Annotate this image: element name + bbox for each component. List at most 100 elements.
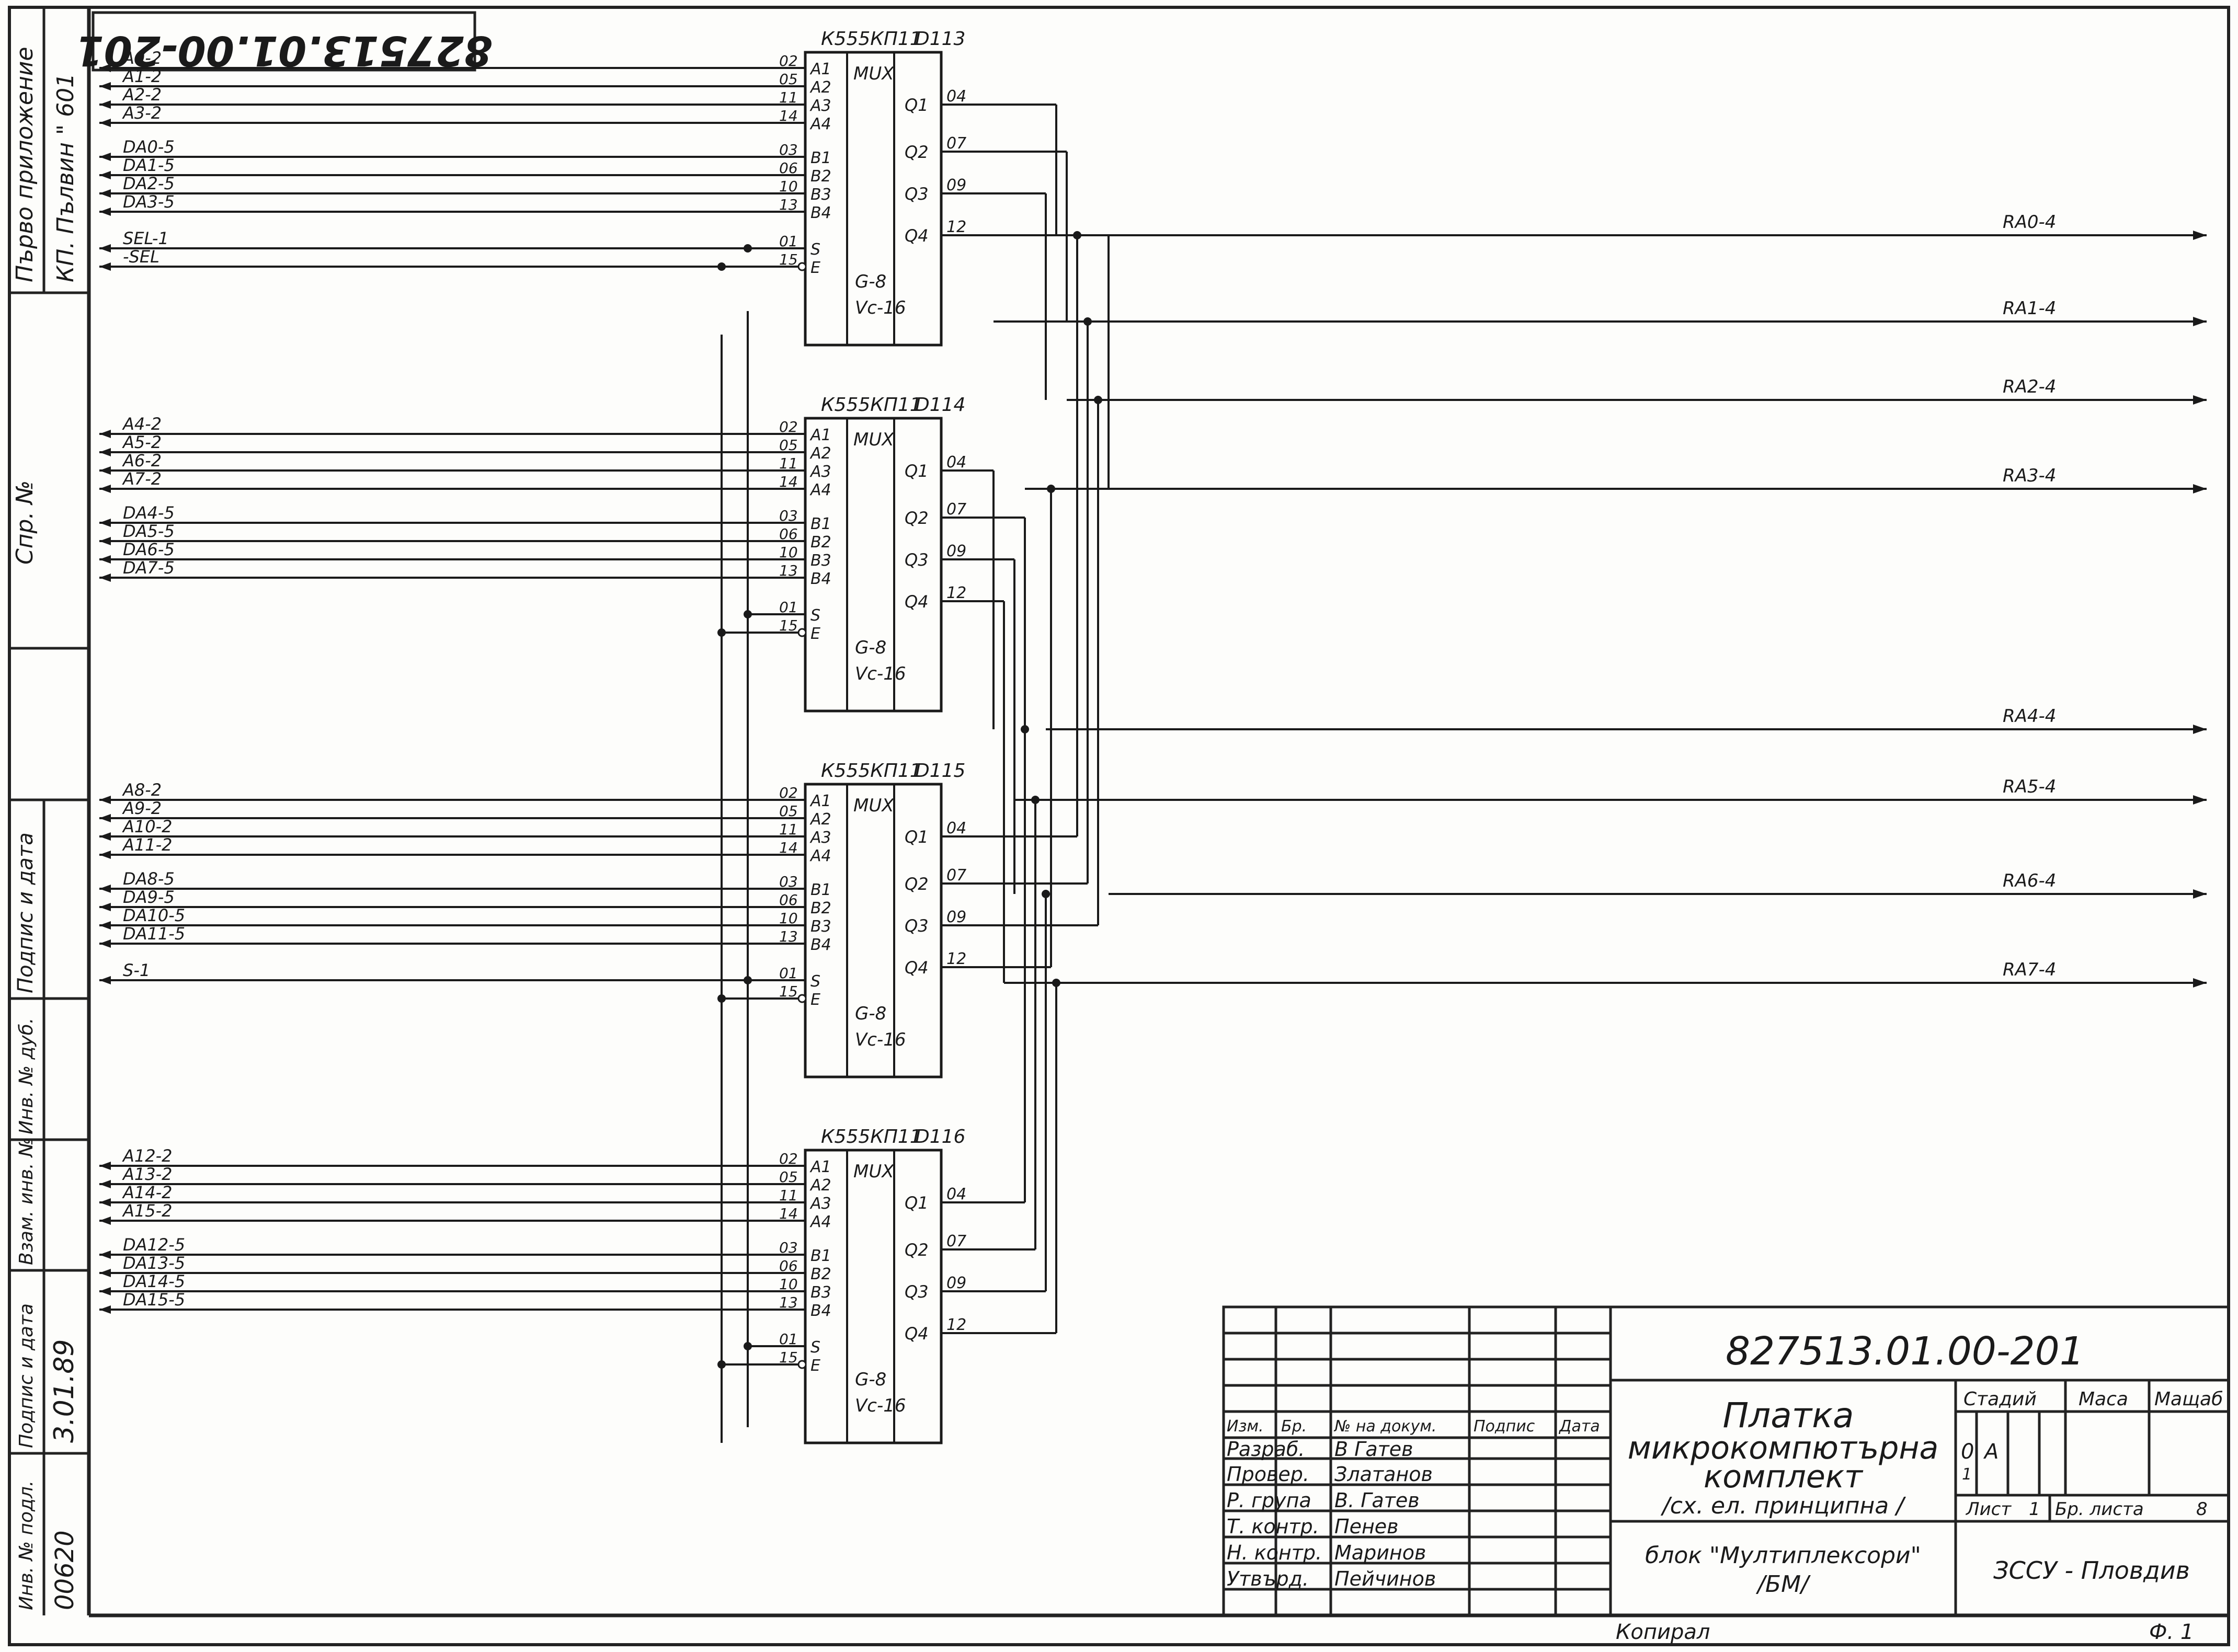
pin-number: 06 [779, 525, 798, 543]
row-name-4: Маринов [1334, 1541, 1426, 1564]
pin-name: B3 [810, 552, 831, 570]
pin-number: 14 [779, 473, 798, 490]
net-label: A4-2 [122, 414, 162, 434]
stamp-code: 827513.01.00-201 [75, 27, 492, 74]
arrow-head [2193, 978, 2207, 988]
inv-orig-label: Инв. № подл. [16, 1481, 37, 1610]
arrow-head [2193, 395, 2207, 405]
pin-name: S [810, 1338, 820, 1357]
output-net-label: RA2-4 [2003, 376, 2056, 397]
output-pin-number: 07 [946, 866, 966, 885]
pin-name: A3 [809, 97, 831, 115]
sheets-label: Бр. листа [2055, 1499, 2144, 1520]
pin-number: 14 [779, 839, 798, 856]
net-label: DA6-5 [123, 540, 175, 559]
net-label: DA8-5 [123, 869, 175, 889]
pin-number: 02 [779, 784, 798, 801]
arrow-head [99, 82, 111, 90]
net-label: A7-2 [122, 469, 162, 489]
arrow-head [99, 153, 111, 161]
output-pin-name: Q4 [905, 592, 929, 612]
pin-name: E [810, 1357, 820, 1375]
output-pin-number: 07 [946, 134, 966, 153]
pin-number: 11 [779, 455, 798, 472]
output-pin-number: 04 [946, 87, 966, 106]
inv-dub-label: Инв. № дуб. [16, 1018, 37, 1134]
arrow-head [99, 814, 111, 822]
net-label: DA7-5 [123, 558, 175, 578]
output-pin-name: Q2 [905, 1240, 929, 1260]
stage-val-a: А [1983, 1440, 1999, 1464]
output-pin-number: 09 [946, 542, 966, 560]
output-pin-name: Q1 [905, 461, 929, 481]
output-pin-name: Q3 [905, 550, 929, 570]
pin-name: A4 [809, 847, 831, 865]
arrow-head [99, 1269, 111, 1277]
org-name: ЗССУ - Пловдив [1993, 1556, 2190, 1585]
net-label: A14-2 [122, 1183, 173, 1202]
net-label: A12-2 [122, 1146, 173, 1166]
col-header-sign: Подпис [1474, 1417, 1535, 1436]
pin-number: 13 [779, 1294, 798, 1311]
pin-number: 03 [779, 141, 798, 158]
pin-number: 02 [779, 418, 798, 435]
chip-body [804, 51, 943, 347]
pin-name: B2 [810, 1265, 831, 1283]
net-label: A13-2 [122, 1164, 173, 1184]
net-label: DA5-5 [123, 521, 175, 541]
pin-name: B4 [810, 1302, 831, 1320]
chip-power-vc: Vc-16 [855, 663, 906, 684]
output-pin-name: Q4 [905, 1324, 929, 1344]
row-role-0: Разраб. [1227, 1438, 1305, 1461]
pin-number: 14 [779, 107, 798, 124]
chip-func: MUX [853, 795, 894, 816]
block-abbr: /БМ/ [1755, 1571, 1811, 1598]
chip-power-g: G-8 [855, 1369, 886, 1390]
net-label: DA2-5 [123, 174, 175, 193]
output-pin-name: Q1 [905, 827, 929, 847]
net-label: A0-2 [122, 48, 162, 68]
pin-number: 06 [779, 891, 798, 909]
title-line-2: микрокомпютърна [1628, 1430, 1939, 1466]
pin-name: B2 [810, 899, 831, 917]
net-label: A9-2 [122, 798, 162, 818]
output-pin-name: Q3 [905, 1282, 929, 1302]
arrow-head [99, 1305, 111, 1314]
title-line-3: комплект [1704, 1459, 1864, 1495]
output-pin-name: Q4 [905, 958, 929, 978]
pin-name: E [810, 259, 820, 277]
arrow-head [99, 885, 111, 893]
row-role-1: Провер. [1227, 1463, 1309, 1486]
col-header-br: Бр. [1281, 1417, 1307, 1436]
output-pin-number: 09 [946, 908, 966, 926]
chip-power-g: G-8 [855, 637, 886, 658]
title-block [1222, 1305, 2230, 1617]
net-label: DA10-5 [123, 905, 185, 925]
block-name: блок "Мултиплексори" [1645, 1542, 1921, 1569]
arrow-head [2193, 231, 2207, 240]
inversion-bubble [797, 262, 807, 271]
arrow-head [99, 832, 111, 841]
pin-name: B3 [810, 917, 831, 936]
arrow-head [2193, 725, 2207, 734]
sheets-value: 8 [2196, 1499, 2208, 1520]
chip-type: К555КП11 [821, 1126, 922, 1148]
pin-number: 05 [779, 71, 798, 88]
pin-number: 01 [779, 965, 798, 982]
pin-name: B3 [810, 1283, 831, 1302]
replace-inv-label: Взам. инв. № [16, 1138, 37, 1265]
pin-number: 11 [779, 821, 798, 838]
chip-func: MUX [853, 1161, 894, 1182]
pin-number: 01 [779, 599, 798, 616]
sheet-value: 1 [2029, 1499, 2040, 1520]
net-label: DA15-5 [123, 1290, 185, 1310]
output-net-label: RA0-4 [2003, 212, 2056, 233]
arrow-head [99, 903, 111, 911]
pin-name: B4 [810, 204, 831, 222]
stage-val-1: 1 [1962, 1465, 1972, 1484]
output-pin-name: Q3 [905, 916, 929, 936]
arrow-head [99, 1180, 111, 1188]
output-net-label: RA1-4 [2003, 298, 2056, 319]
pin-number: 15 [779, 251, 798, 268]
pin-number: 05 [779, 1168, 798, 1186]
